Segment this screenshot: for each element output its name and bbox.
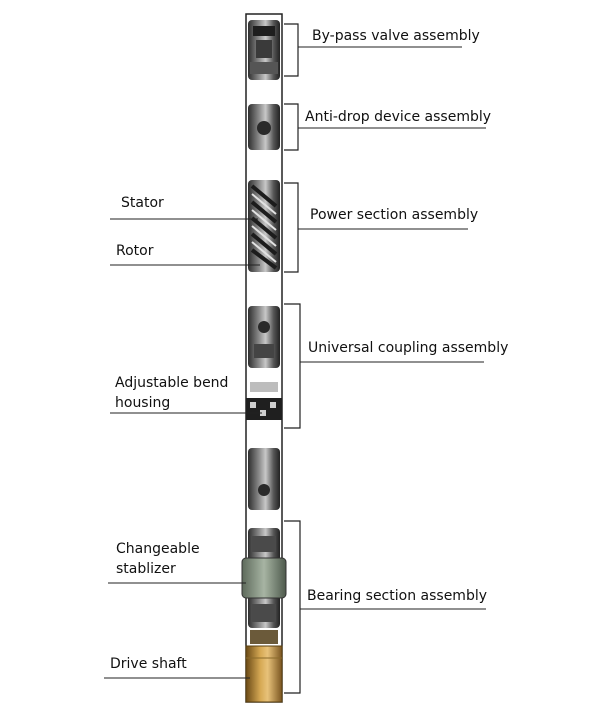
label-stabilizer: Changeable stablizer [116,539,246,579]
drive-shaft [245,630,283,703]
power-section-window [248,180,280,272]
bypass-valve-window [248,20,280,80]
lower-coupling-window [248,448,280,510]
label-power-section: Power section assembly [310,207,479,223]
label-universal-coupling: Universal coupling assembly [308,340,509,356]
label-stator: Stator [121,195,164,211]
changeable-stabilizer [241,557,287,599]
bracket-power-section [284,182,299,273]
anti-drop-window [248,104,280,150]
label-bend-housing-line2: housing [115,395,171,411]
bracket-bypass-valve [284,23,299,77]
bend-housing-band [246,382,282,420]
label-stabilizer-line1: Changeable [116,541,200,557]
label-bypass-valve: By-pass valve assembly [312,28,480,44]
universal-coupling-window [248,306,280,368]
label-drive-shaft: Drive shaft [110,656,187,672]
label-anti-drop: Anti-drop device assembly [305,109,492,125]
label-stabilizer-line2: stablizer [116,561,176,577]
bracket-anti-drop [284,103,299,151]
label-bend-housing-line1: Adjustable bend [115,375,229,391]
label-bend-housing: Adjustable bend housing [115,373,245,413]
bracket-universal-coupling [284,303,301,429]
bracket-bearing-section [284,520,301,694]
label-bearing-section: Bearing section assembly [307,588,488,604]
label-rotor: Rotor [116,243,154,259]
